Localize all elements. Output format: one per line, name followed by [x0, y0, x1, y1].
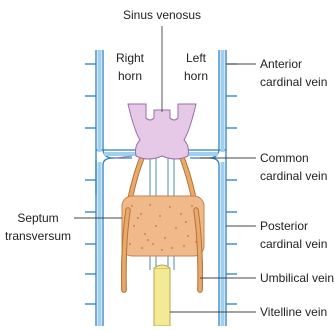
- vitelline-vein-trunk: [154, 268, 170, 326]
- label-posterior-line2: cardinal vein: [260, 237, 327, 251]
- label-common-line1: Common: [260, 151, 309, 165]
- left-intersegmental-ticks: [85, 64, 96, 304]
- label-vitelline: Vitelline vein: [260, 305, 327, 319]
- vitelline-vein: [154, 265, 170, 326]
- label-umbilical: Umbilical vein: [260, 271, 334, 285]
- label-right-horn-line1: Right: [116, 51, 145, 65]
- label-anterior-line2: cardinal vein: [260, 75, 327, 89]
- label-left-horn-line1: Left: [186, 51, 207, 65]
- left-posterior-cardinal-vein-inner: [103, 158, 113, 165]
- label-posterior-line1: Posterior: [260, 219, 308, 233]
- label-right-horn-line2: horn: [118, 69, 142, 83]
- label-common-line2: cardinal vein: [260, 169, 327, 183]
- label-sinus-venosus: Sinus venosus: [123, 8, 201, 22]
- septum-transversum: [122, 196, 204, 256]
- label-septum-line1: Septum: [17, 211, 58, 225]
- label-septum-line2: transversum: [5, 229, 71, 243]
- sinus-venosus-body: [128, 104, 196, 159]
- label-left-horn-line2: horn: [184, 69, 208, 83]
- right-posterior-cardinal-vein-inner: [209, 158, 219, 165]
- right-intersegmental-ticks: [226, 64, 237, 304]
- label-anterior-line1: Anterior: [260, 57, 302, 71]
- sinus-venosus: [116, 104, 196, 159]
